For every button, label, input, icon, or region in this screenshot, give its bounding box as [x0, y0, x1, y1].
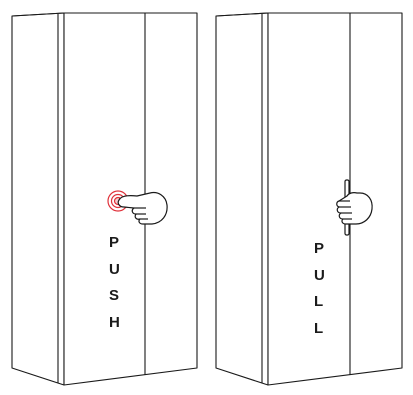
- cabinet-pull-front-panel: [267, 12, 403, 386]
- cabinet-push-top-edge: [11, 12, 65, 17]
- push-letter: S: [109, 287, 119, 304]
- cabinet-pull: [215, 12, 403, 386]
- push-label: P U S H: [109, 234, 120, 331]
- pull-letter: P: [314, 240, 324, 257]
- push-letter: H: [109, 314, 120, 331]
- pull-label: P U L L: [314, 240, 325, 337]
- pull-letter: L: [314, 293, 323, 310]
- cabinet-pull-side-panel: [215, 12, 269, 386]
- cabinet-push: [11, 12, 198, 386]
- push-letter: U: [109, 261, 120, 278]
- pull-letter: U: [314, 267, 325, 284]
- hand-grip-icon: [336, 192, 373, 225]
- cabinet-pull-top-edge: [215, 12, 269, 17]
- pull-letter: L: [314, 320, 323, 337]
- hand-press-icon: [117, 191, 168, 225]
- cabinet-push-side-panel: [11, 12, 65, 386]
- push-letter: P: [109, 234, 119, 251]
